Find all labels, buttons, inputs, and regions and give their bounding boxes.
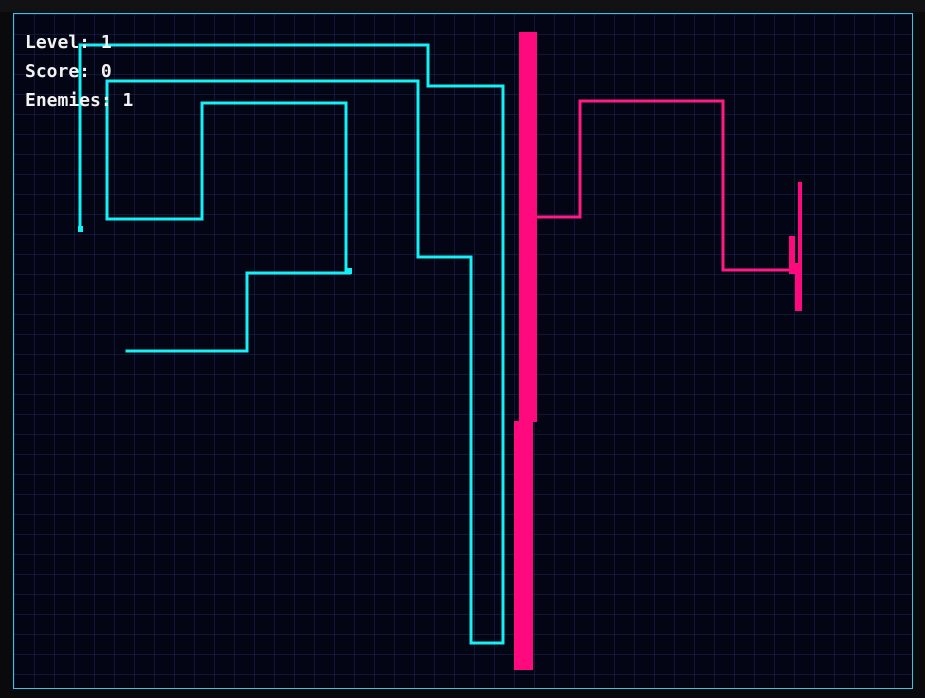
enemies-label: Enemies: 1 — [25, 90, 134, 111]
enemy-cycle — [795, 263, 802, 311]
player-light-trail — [78, 43, 505, 645]
enemy-wall-column-lower — [514, 421, 533, 670]
score-label: Score: 0 — [25, 61, 112, 82]
enemy-trail-spike — [798, 182, 802, 266]
window-top-strip — [0, 0, 925, 12]
enemy-wall-column — [519, 32, 537, 422]
player-trail-nub — [346, 268, 352, 274]
enemy-light-trail — [530, 99, 794, 272]
hud: Level: 1 Score: 0 Enemies: 1 — [25, 28, 133, 115]
level-label: Level: 1 — [25, 32, 112, 53]
player-cycle — [78, 226, 83, 232]
enemy-trail-stub-vertical — [789, 236, 795, 274]
